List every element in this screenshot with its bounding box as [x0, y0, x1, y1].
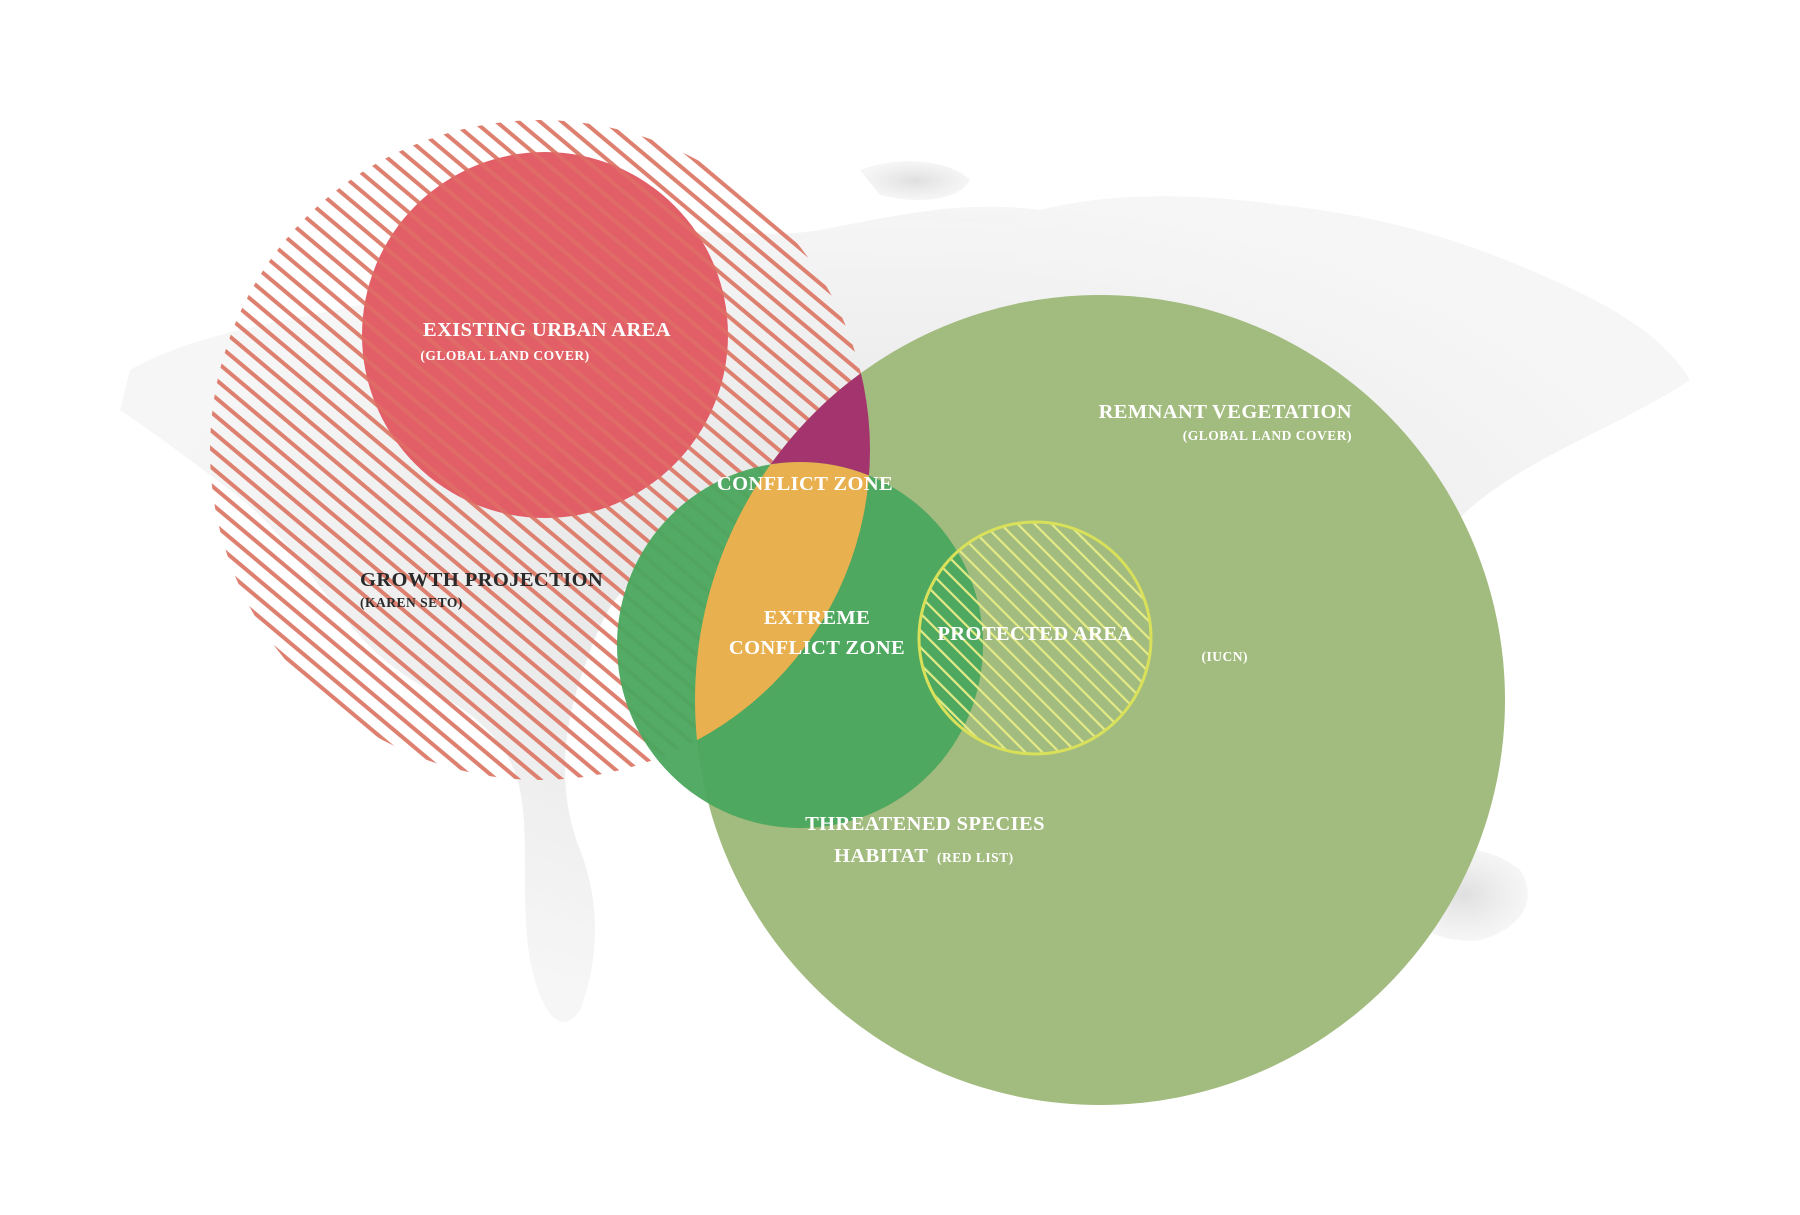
threatened-species-line1: THREATENED SPECIES	[805, 813, 1045, 835]
remnant-vegetation-source: (GLOBAL LAND COVER)	[1183, 428, 1352, 443]
protected-area-circle	[917, 520, 1153, 756]
protected-area-source: (IUCN)	[1202, 649, 1249, 664]
extreme-conflict-line2: CONFLICT ZONE	[729, 637, 905, 659]
growth-projection-source: (KAREN SETO)	[360, 595, 463, 610]
existing-urban-source: (GLOBAL LAND COVER)	[420, 348, 589, 363]
growth-projection-title: GROWTH PROJECTION	[360, 569, 603, 591]
threatened-species-source: (RED LIST)	[937, 850, 1014, 865]
urban-hatch-overlay	[362, 152, 728, 518]
remnant-vegetation-title: REMNANT VEGETATION	[1099, 401, 1352, 423]
extreme-conflict-line1: EXTREME	[764, 607, 870, 629]
conflict-zone-title: CONFLICT ZONE	[717, 473, 893, 495]
existing-urban-title: EXISTING URBAN AREA	[423, 319, 671, 341]
threatened-species-line2: HABITAT	[834, 845, 928, 867]
protected-area-title: PROTECTED AREA	[937, 623, 1132, 645]
